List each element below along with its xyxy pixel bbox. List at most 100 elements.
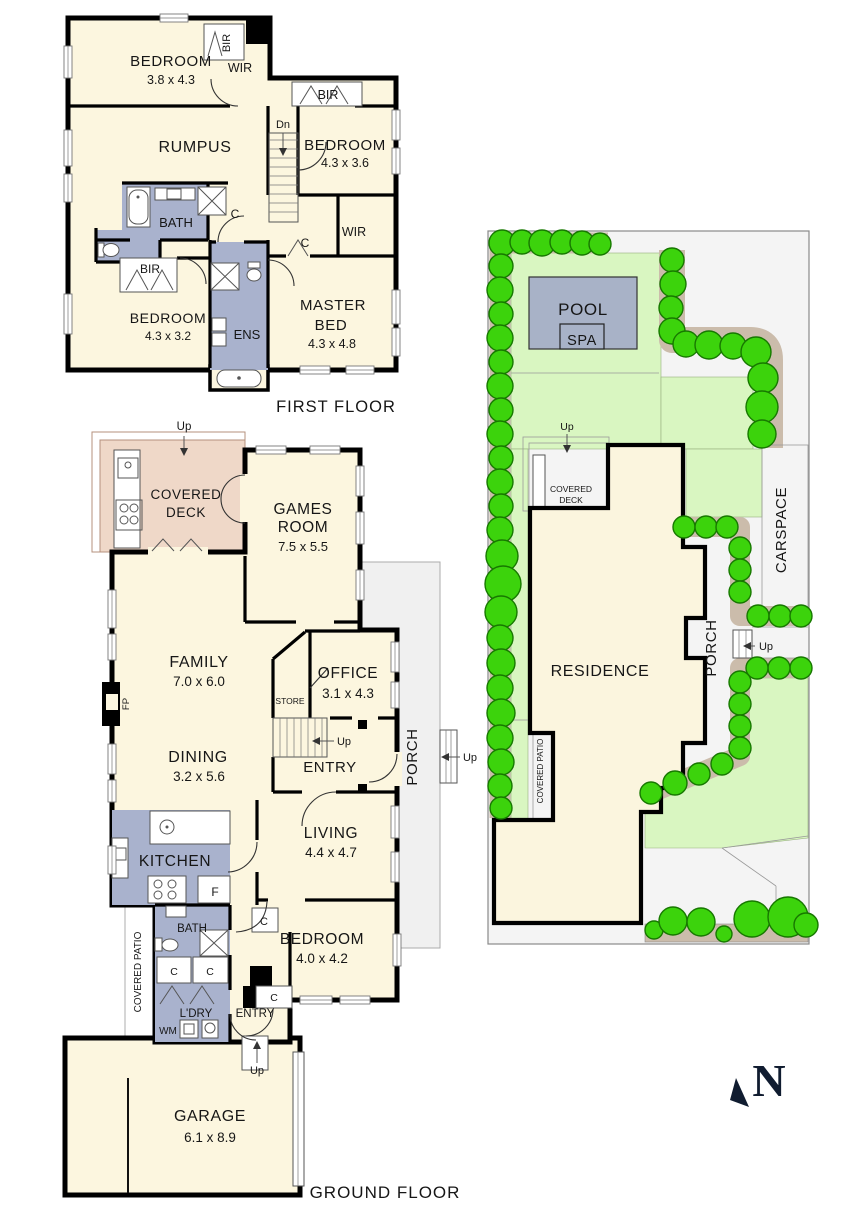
up-arrow-icon — [180, 448, 188, 456]
label-up-deck: Up — [177, 421, 192, 433]
room-dims-master: 4.3 x 4.8 — [308, 337, 356, 351]
room-dims-bedroom1: 3.8 x 4.3 — [147, 73, 195, 87]
first-floor-fixtures — [97, 186, 262, 388]
label-up-porch-gf: Up — [463, 752, 477, 764]
label-c1-gf: C — [170, 966, 178, 978]
label-fridge: F — [211, 885, 218, 899]
first-floor-stairs — [268, 132, 299, 223]
first-floor-closets — [119, 23, 363, 293]
tree-icon — [486, 674, 514, 702]
room-dims-bedroom3: 4.3 x 3.2 — [145, 329, 191, 343]
label-up-site-deck: Up — [560, 421, 574, 433]
label-entry1: ENTRY — [303, 759, 357, 776]
tree-icon — [484, 595, 518, 629]
tree-icon — [740, 336, 772, 368]
label-porch-gf: PORCH — [404, 728, 421, 785]
up-arrow-icon — [253, 1041, 261, 1049]
tree-icon — [768, 604, 792, 628]
up-arrow-icon — [563, 445, 571, 453]
room-dims-garage: 6.1 x 8.9 — [184, 1130, 236, 1145]
room-label-covered-deck1: COVERED — [151, 487, 222, 502]
first-floor-doors — [179, 78, 327, 287]
fridge-space — [197, 875, 231, 904]
room-label-rumpus: RUMPUS — [159, 139, 232, 156]
room-label-dining: DINING — [168, 749, 228, 766]
tree-icon — [658, 906, 688, 936]
garage-door — [292, 1051, 305, 1187]
room-dims-bedroom2: 4.3 x 3.6 — [321, 156, 369, 170]
tree-icon — [687, 762, 711, 786]
tree-icon — [694, 515, 718, 539]
deck-family-opening — [148, 547, 208, 557]
room-dims-bedroom-gf: 4.0 x 4.2 — [296, 951, 348, 966]
room-dims-family: 7.0 x 6.0 — [173, 674, 225, 689]
room-dims-dining: 3.2 x 5.6 — [173, 769, 225, 784]
first-floor-title: FIRST FLOOR — [276, 398, 396, 416]
tree-icon — [715, 515, 739, 539]
room-label-bedroom-gf: BEDROOM — [280, 931, 364, 948]
tree-icon — [745, 390, 779, 424]
tree-icon — [486, 648, 516, 678]
tree-icon — [488, 349, 514, 375]
tree-icon — [487, 748, 515, 776]
label-ens: ENS — [234, 327, 261, 342]
label-ldry: L'DRY — [180, 1008, 213, 1020]
spa — [559, 323, 605, 350]
tree-icon — [488, 445, 514, 471]
tree-icon — [588, 232, 612, 256]
tree-icon — [728, 558, 752, 582]
room-label-master1: MASTER — [300, 297, 366, 314]
label-covered-patio-gf: COVERED PATIO — [133, 931, 144, 1012]
label-c2-gf: C — [206, 966, 214, 978]
tree-icon — [488, 397, 514, 423]
tree-icon — [486, 698, 516, 728]
down-arrow-icon — [279, 148, 287, 156]
tree-icon — [728, 670, 752, 694]
tree-icon — [486, 324, 514, 352]
tree-icon — [488, 301, 514, 327]
tree-icon — [662, 770, 688, 796]
label-entry2: ENTRY — [236, 1008, 275, 1020]
room-dims-office: 3.1 x 4.3 — [322, 686, 374, 701]
label-wir2: WIR — [342, 225, 366, 239]
north-needle-icon — [730, 1078, 749, 1107]
room-label-master2: BED — [315, 317, 348, 334]
site-porch-steps — [732, 626, 808, 659]
tree-icon — [747, 362, 779, 394]
label-site-covered-patio: COVERED PATIO — [536, 739, 545, 804]
room-label-family: FAMILY — [169, 654, 228, 671]
trees — [484, 229, 819, 943]
tree-icon — [747, 419, 777, 449]
tree-icon — [489, 796, 513, 820]
ground-floor-plan: Up COVERED DECK GAMES ROOM 7.5 x 5.5 FAM… — [62, 421, 477, 1202]
porch-steps — [439, 729, 460, 784]
room-label-bedroom3: BEDROOM — [130, 310, 207, 326]
tree-icon — [686, 907, 716, 937]
label-bath: BATH — [159, 215, 193, 230]
tree-icon — [715, 925, 733, 943]
label-pool: POOL — [558, 300, 608, 319]
deck-games-opening — [240, 474, 250, 522]
tree-icon — [789, 656, 813, 680]
label-bir3: BIR — [140, 262, 160, 276]
room-label-bedroom2: BEDROOM — [304, 137, 386, 154]
label-store: STORE — [275, 696, 304, 706]
entry-step — [241, 1008, 274, 1071]
room-label-living: LIVING — [304, 825, 358, 842]
room-label-games2: ROOM — [278, 519, 329, 536]
tree-icon — [659, 247, 685, 273]
tree-icon — [728, 692, 752, 716]
up-arrow-icon — [441, 753, 449, 761]
tree-icon — [672, 515, 696, 539]
label-up-entry: Up — [250, 1065, 264, 1077]
label-wir1: WIR — [228, 61, 252, 75]
first-floor-plan: BEDROOM 3.8 x 4.3 BIR WIR RUMPUS Dn BIR … — [63, 13, 401, 416]
ground-floor-windows — [107, 445, 402, 1005]
label-carspace: CARSPACE — [773, 487, 790, 573]
tree-icon — [639, 781, 663, 805]
north-arrow: N — [730, 1055, 786, 1107]
label-porch-site: PORCH — [703, 619, 720, 676]
tree-icon — [728, 536, 752, 560]
label-bath-gf: BATH — [177, 923, 207, 935]
